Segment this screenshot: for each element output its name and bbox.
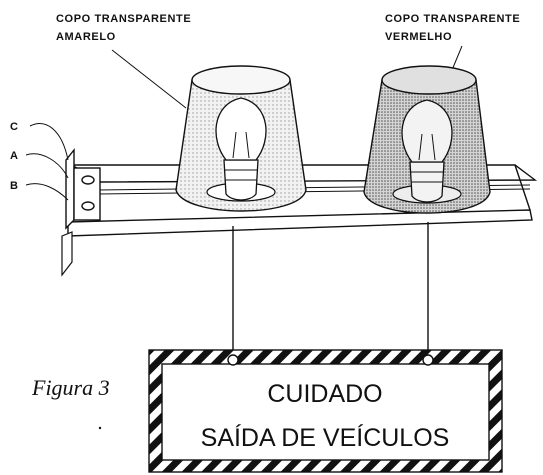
sign-hook-right	[422, 354, 434, 366]
terminal-hole-b	[81, 201, 95, 211]
yellow-light-bulb	[206, 97, 276, 202]
sign-hook-left	[227, 354, 239, 366]
red-cup-leader-line	[451, 45, 463, 71]
yellow-cup-label-line1: COPO TRANSPARENTE	[56, 13, 191, 25]
red-light-bulb	[392, 99, 462, 204]
wire-a	[25, 153, 69, 179]
yellow-cup-label-line2: AMARELO	[56, 31, 116, 43]
red-cup-label-line1: COPO TRANSPARENTE	[385, 13, 520, 25]
terminal-hole-a	[81, 175, 95, 185]
red-transparent-cup	[363, 65, 491, 214]
wire-b	[25, 183, 69, 201]
yellow-cup-leader-line	[111, 49, 187, 109]
sign-line-2: SAÍDA DE VEÍCULOS	[201, 423, 450, 452]
sign-line-1: CUIDADO	[267, 380, 382, 408]
warning-sign: CUIDADO SAÍDA DE VEÍCULOS	[148, 349, 503, 473]
yellow-transparent-cup	[175, 65, 307, 212]
wire-c	[29, 123, 69, 161]
terminal-plate	[65, 148, 101, 230]
figure-caption: Figura 3	[31, 375, 110, 400]
terminal-label-a: A	[10, 150, 19, 162]
terminal-label-b: B	[10, 180, 19, 192]
red-cup-label-line2: VERMELHO	[385, 31, 452, 43]
terminal-label-c: C	[10, 121, 19, 133]
stray-dot	[98, 426, 102, 430]
